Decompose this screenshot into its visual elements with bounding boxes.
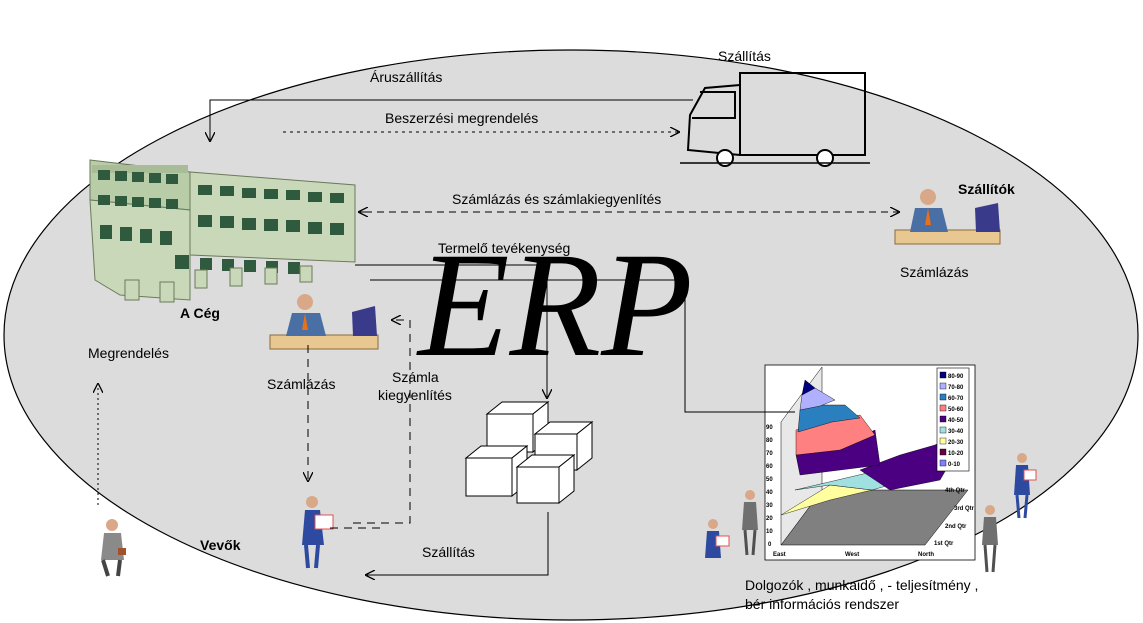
- label-customers: Vevők: [200, 537, 241, 553]
- x-tick: North: [918, 552, 934, 558]
- legend-swatch: [939, 382, 947, 390]
- legend-label: 30-40: [948, 429, 964, 435]
- y-tick: 80: [766, 438, 773, 444]
- legend-swatch: [939, 426, 947, 434]
- truck-icon: [680, 72, 870, 167]
- label-supplier-billing: Számlázás: [900, 264, 968, 280]
- y-tick: 30: [766, 503, 773, 509]
- customer-woman-icon: [302, 496, 334, 569]
- workers-icon: [705, 453, 1037, 573]
- payment-return-arrow: [353, 320, 411, 524]
- x-tick: East: [773, 552, 786, 558]
- y-tick: 10: [766, 529, 773, 535]
- depth-tick: 1st Qtr: [934, 541, 954, 547]
- label-goods-delivery: Áruszállítás: [370, 69, 442, 85]
- label-company: A Cég: [180, 305, 220, 321]
- legend-swatch: [939, 437, 947, 445]
- depth-tick: 3rd Qtr: [954, 506, 975, 512]
- y-tick: 90: [766, 425, 773, 431]
- legend-swatch: [939, 448, 947, 456]
- label-production: Termelő tevékenység: [438, 240, 570, 256]
- erp-title: ERP: [416, 222, 693, 388]
- goods-delivery-arrow: [210, 99, 693, 140]
- label-billing-payment: Számlázás és számlakiegyenlítés: [452, 191, 661, 207]
- depth-tick: 4th Qtr: [945, 488, 965, 494]
- legend-label: 40-50: [948, 418, 964, 424]
- inventory-boxes-icon: [464, 400, 594, 505]
- label-company-billing: Számlázás: [267, 376, 335, 392]
- label-invoice-1: Számla: [392, 369, 439, 385]
- legend-label: 60-70: [948, 396, 964, 402]
- legend-label: 50-60: [948, 407, 964, 413]
- label-hr-1: Dolgozók , munkaidő , - teljesítmény ,: [745, 577, 978, 593]
- customer-walking-icon: [101, 519, 126, 577]
- hr-link-line: [370, 279, 795, 413]
- production-line: [355, 264, 547, 397]
- legend-label: 20-30: [948, 440, 964, 446]
- y-tick: 50: [766, 477, 773, 483]
- chart-legend: 80-90 70-80 60-70 50-60 40-50 30-40 20-30 10-20…: [936, 367, 970, 472]
- y-axis-ticks: 0 10 20 30 40 50 60 70 80 90: [766, 425, 773, 548]
- label-delivery-bottom: Szállítás: [422, 544, 475, 560]
- legend-label: 10-20: [948, 451, 964, 457]
- label-suppliers: Szállítók: [958, 181, 1015, 197]
- legend-label: 70-80: [948, 385, 964, 391]
- legend-label: 0-10: [948, 462, 961, 468]
- company-clerk-icon: [269, 294, 379, 350]
- legend-swatch: [939, 459, 947, 467]
- hr-surface-chart: 0 10 20 30 40 50 60 70 80 90 East West N…: [764, 364, 976, 561]
- label-purchase-order: Beszerzési megrendelés: [385, 110, 538, 126]
- company-building-icon: [89, 159, 356, 303]
- legend-label: 80-90: [948, 374, 964, 380]
- legend-swatch: [939, 393, 947, 401]
- legend-swatch: [939, 415, 947, 423]
- x-tick: West: [845, 552, 859, 558]
- surface-band-navy: [801, 379, 816, 396]
- depth-tick: 2nd Qtr: [945, 524, 967, 530]
- y-tick: 40: [766, 490, 773, 496]
- flow-arrows: [98, 99, 898, 575]
- delivery-arrow: [367, 512, 549, 575]
- label-invoice-2: kiegyenlítés: [378, 387, 452, 403]
- supplier-clerk-icon: [894, 189, 1001, 245]
- y-tick: 60: [766, 464, 773, 470]
- y-tick: 20: [766, 516, 773, 522]
- y-tick: 70: [766, 451, 773, 457]
- label-supply-top: Szállítás: [718, 48, 771, 64]
- label-order: Megrendelés: [88, 345, 169, 361]
- label-hr-2: bér információs rendszer: [745, 596, 899, 612]
- y-tick: 0: [768, 542, 772, 548]
- legend-swatch: [939, 404, 947, 412]
- legend-swatch: [939, 371, 947, 379]
